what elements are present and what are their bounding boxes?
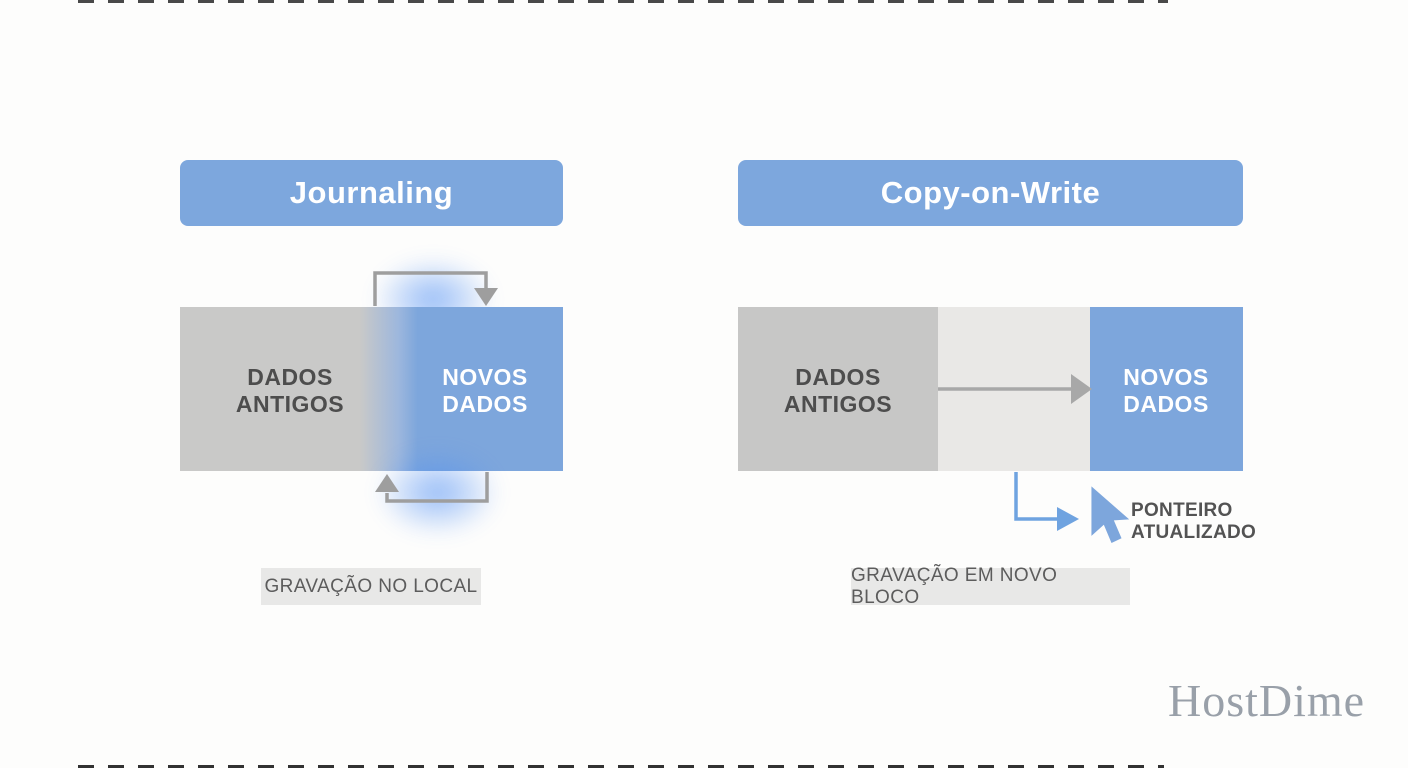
copy-on-write-header: Copy-on-Write — [738, 160, 1243, 226]
pointer-updated-label: PONTEIRO ATUALIZADO — [1131, 500, 1257, 543]
new-data-block-label-left: NOVOS DADOS — [442, 364, 528, 417]
old-data-block-label-left: DADOS ANTIGOS — [235, 364, 345, 417]
cow-new-data-segment — [1090, 307, 1243, 471]
copy-on-write-title: Copy-on-Write — [880, 175, 1101, 210]
journaling-data-bar — [180, 307, 563, 471]
journaling-caption-text: GRAVAÇÃO NO LOCAL — [264, 575, 478, 597]
cursor-icon — [1091, 486, 1130, 543]
pointer-elbow-arrow-icon — [1014, 472, 1079, 531]
write-glow-bottom — [350, 430, 525, 555]
journaling-caption: GRAVAÇÃO NO LOCAL — [261, 568, 481, 605]
journaling-title: Journaling — [289, 175, 454, 210]
bottom-edge-artifact — [78, 765, 1164, 768]
cow-free-block-segment — [938, 307, 1090, 471]
journaling-header: Journaling — [180, 160, 563, 226]
top-edge-artifact — [78, 0, 1168, 3]
cow-caption: GRAVAÇÃO EM NOVO BLOCO — [851, 565, 1130, 608]
hostdime-logo: HostDime — [1168, 675, 1366, 726]
old-data-block-label-right: DADOS ANTIGOS — [783, 364, 893, 417]
new-data-block-label-right: NOVOS DADOS — [1123, 364, 1209, 417]
cow-old-data-segment — [738, 307, 938, 471]
cow-caption-text: GRAVAÇÃO EM NOVO BLOCO — [851, 564, 1058, 608]
